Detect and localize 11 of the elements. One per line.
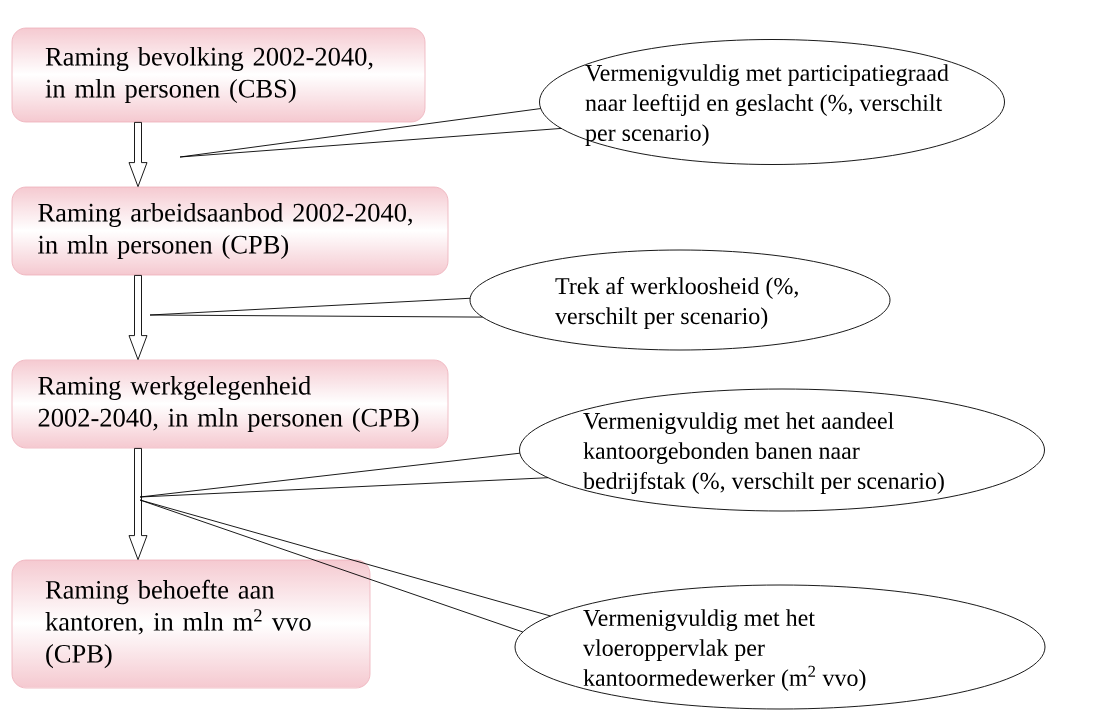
process-box: Raming werkgelegenheid 2002-2040, in mln personen (CPB) <box>11 359 449 449</box>
block-arrow <box>128 121 148 188</box>
leader-line <box>179 108 562 158</box>
block-arrow <box>128 447 148 561</box>
leader-line <box>139 452 549 498</box>
leader-line <box>139 499 551 633</box>
process-box: Raming arbeidsaanbod 2002-2040, in mln personen (CPB) <box>11 186 449 276</box>
process-box: Raming bevolking 2002-2040, in mln personen (CBS) <box>11 27 426 123</box>
process-box: Raming behoefte aan kantoren, in mln m$^{2}$ vvo (CPB) <box>11 559 371 689</box>
block-arrow <box>128 274 148 361</box>
leader-line <box>149 297 484 318</box>
